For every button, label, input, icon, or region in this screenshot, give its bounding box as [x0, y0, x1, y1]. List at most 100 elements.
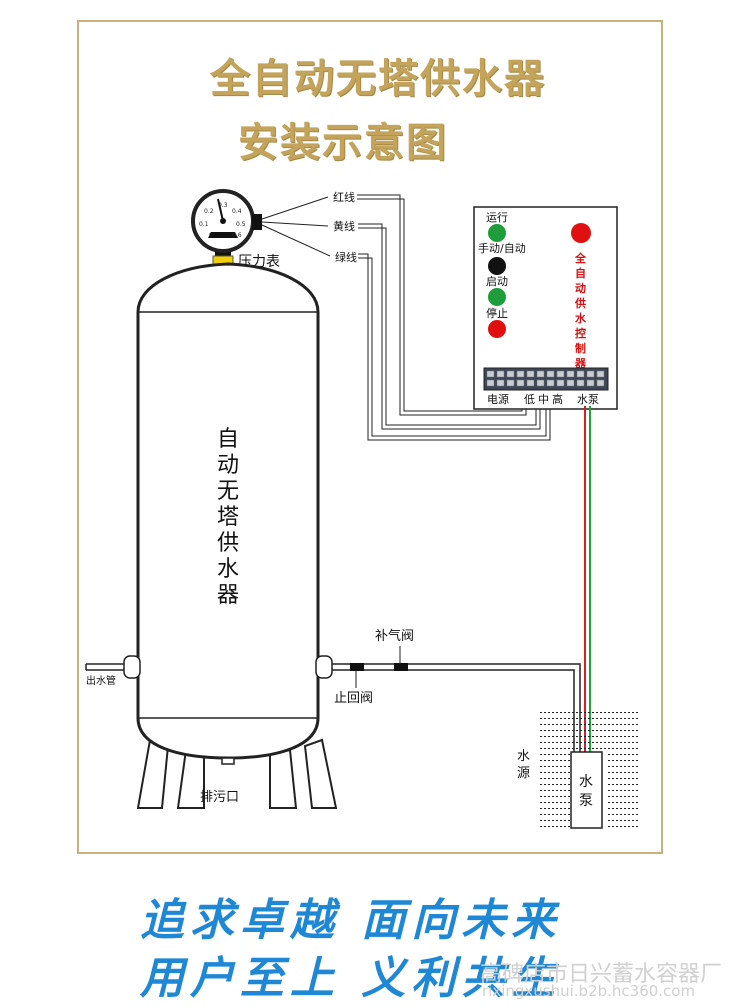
water-dot	[556, 790, 558, 791]
gauge-tick-0.2: 0.2	[204, 208, 214, 215]
water-dot	[632, 784, 634, 785]
water-dot	[632, 796, 634, 797]
water-dot	[628, 760, 630, 761]
water-dot	[632, 790, 634, 791]
terminal-screw	[556, 370, 565, 378]
water-dot	[628, 754, 630, 755]
water-dot	[600, 712, 602, 713]
water-dot	[596, 712, 598, 713]
start-button-lamp	[488, 288, 506, 306]
water-dot	[552, 742, 554, 743]
water-dot	[552, 808, 554, 809]
water-dot	[592, 718, 594, 719]
terminal-screw	[526, 379, 535, 387]
water-dot	[600, 724, 602, 725]
water-dot	[604, 718, 606, 719]
water-dot	[612, 766, 614, 767]
water-dot	[564, 730, 566, 731]
water-dot	[632, 730, 634, 731]
water-dot	[540, 808, 542, 809]
water-dot	[636, 760, 638, 761]
water-dot	[628, 736, 630, 737]
water-dot	[636, 778, 638, 779]
water-dot	[544, 784, 546, 785]
water-dot	[592, 748, 594, 749]
water-dot	[612, 790, 614, 791]
pump-label-char: 泵	[579, 793, 593, 809]
water-dot	[552, 736, 554, 737]
water-dot	[564, 748, 566, 749]
water-dot	[612, 748, 614, 749]
inlet-pipe	[332, 663, 581, 752]
water-dot	[552, 790, 554, 791]
water-source-label: 水 源	[517, 749, 530, 781]
water-dot	[636, 766, 638, 767]
diagram-frame	[77, 20, 663, 854]
water-dot	[624, 748, 626, 749]
water-dot	[548, 772, 550, 773]
water-dot	[548, 736, 550, 737]
tank-label-char: 自	[217, 427, 239, 452]
water-dot	[580, 712, 582, 713]
water-dot	[636, 736, 638, 737]
water-dot	[620, 820, 622, 821]
water-dot	[612, 820, 614, 821]
water-dot	[616, 748, 618, 749]
water-dot	[620, 772, 622, 773]
water-dot	[560, 772, 562, 773]
water-dot	[616, 754, 618, 755]
water-dot	[628, 784, 630, 785]
label-start: 启动	[486, 275, 508, 288]
water-dot	[620, 778, 622, 779]
water-dot	[576, 730, 578, 731]
terminal-label-high: 高	[552, 392, 563, 406]
water-dot	[624, 784, 626, 785]
water-dot	[612, 742, 614, 743]
water-dot	[544, 736, 546, 737]
water-dot	[592, 712, 594, 713]
water-dot	[624, 808, 626, 809]
label-stop: 停止	[486, 306, 508, 320]
water-dot	[564, 760, 566, 761]
water-dot	[560, 712, 562, 713]
water-dot	[620, 748, 622, 749]
water-dot	[612, 808, 614, 809]
water-dot	[560, 796, 562, 797]
mode-switch-knob	[488, 257, 506, 275]
pump-label-char: 水	[579, 774, 593, 790]
controller-title-char: 供	[574, 296, 586, 310]
water-dot	[604, 748, 606, 749]
controller-title-char: 自	[575, 266, 586, 280]
water-dot	[552, 748, 554, 749]
water-dot	[580, 724, 582, 725]
water-dot	[612, 826, 614, 827]
gauge-pivot	[220, 218, 226, 224]
water-source-area	[540, 712, 638, 827]
water-dot	[560, 766, 562, 767]
water-dot	[592, 730, 594, 731]
water-dot	[548, 760, 550, 761]
water-dot	[560, 808, 562, 809]
water-dot	[544, 712, 546, 713]
water-dot	[584, 718, 586, 719]
tank-label-char: 水	[217, 557, 239, 582]
water-dot	[552, 772, 554, 773]
water-dot	[632, 766, 634, 767]
water-dot	[628, 820, 630, 821]
water-dot	[568, 784, 570, 785]
water-dot	[540, 784, 542, 785]
water-dot	[608, 742, 610, 743]
water-dot	[564, 778, 566, 779]
water-dot	[596, 748, 598, 749]
water-dot	[568, 814, 570, 815]
water-dot	[544, 718, 546, 719]
water-dot	[616, 814, 618, 815]
water-dot	[568, 796, 570, 797]
terminal-label-pump: 水泵	[577, 393, 599, 406]
slogan-line-2: 用户至上 义利共生	[140, 953, 562, 1004]
controller-title-char: 器	[574, 357, 587, 370]
water-dot	[568, 748, 570, 749]
water-dot	[568, 766, 570, 767]
water-dot	[620, 760, 622, 761]
water-dot	[580, 736, 582, 737]
